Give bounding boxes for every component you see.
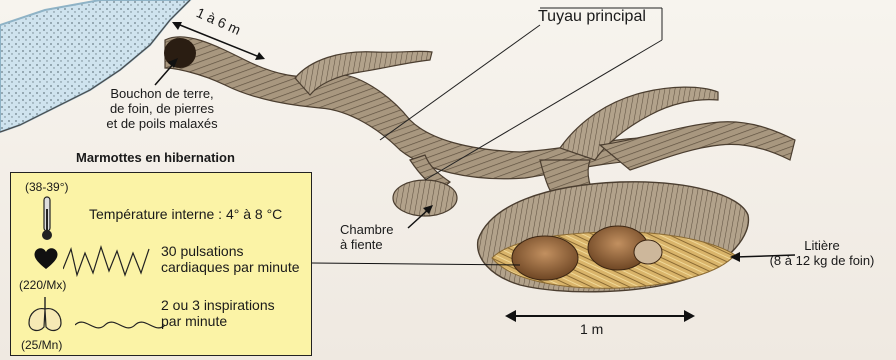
dimension-arrowhead-bottom-right [684, 310, 695, 322]
temp-value: (38-39°) [25, 179, 68, 195]
earth-plug [164, 38, 196, 68]
bedding-line-2: (8 à 12 kg de foin) [752, 253, 892, 268]
breath-value: (25/Mn) [21, 337, 62, 353]
heart-icon [33, 247, 59, 271]
latrine-chamber [393, 180, 457, 216]
latrine-line-2: à fiente [340, 237, 393, 252]
thermometer-icon [37, 195, 57, 243]
breath-line-2: par minute [161, 313, 275, 329]
heart-text: 30 pulsations cardiaques par minute [161, 243, 300, 275]
marmot-3 [634, 240, 662, 264]
length-label-bottom: 1 m [580, 322, 603, 337]
main-tunnel-label: Tuyau principal [538, 9, 646, 24]
latrine-line-1: Chambre [340, 222, 393, 237]
temp-text: Température interne : 4° à 8 °C [89, 206, 282, 222]
breath-wave-icon [75, 315, 165, 335]
plug-label: Bouchon de terre, de foin, de pierres et… [82, 86, 242, 131]
right-tunnel-lower [600, 122, 795, 170]
plug-line-3: et de poils malaxés [82, 116, 242, 131]
bedding-label: Litière (8 à 12 kg de foin) [752, 238, 892, 268]
heart-value: (220/Mx) [19, 277, 66, 293]
plug-line-1: Bouchon de terre, [82, 86, 242, 101]
heartbeat-wave-icon [63, 239, 153, 283]
plug-line-2: de foin, de pierres [82, 101, 242, 116]
bedding-line-1: Litière [752, 238, 892, 253]
physiology-panel: (38-39°) Température interne : 4° à 8 °C… [10, 172, 312, 356]
heart-line-1: 30 pulsations [161, 243, 300, 259]
breath-text: 2 ou 3 inspirations par minute [161, 297, 275, 329]
section-title: Marmottes en hibernation [76, 150, 235, 165]
latrine-label: Chambre à fiente [340, 222, 393, 252]
dimension-arrowhead-bottom-left [505, 310, 516, 322]
main-tunnel-pointer-2 [380, 25, 540, 140]
heart-line-2: cardiaques par minute [161, 259, 300, 275]
breath-line-1: 2 ou 3 inspirations [161, 297, 275, 313]
marmot-1 [512, 236, 578, 280]
lungs-icon [25, 297, 65, 335]
